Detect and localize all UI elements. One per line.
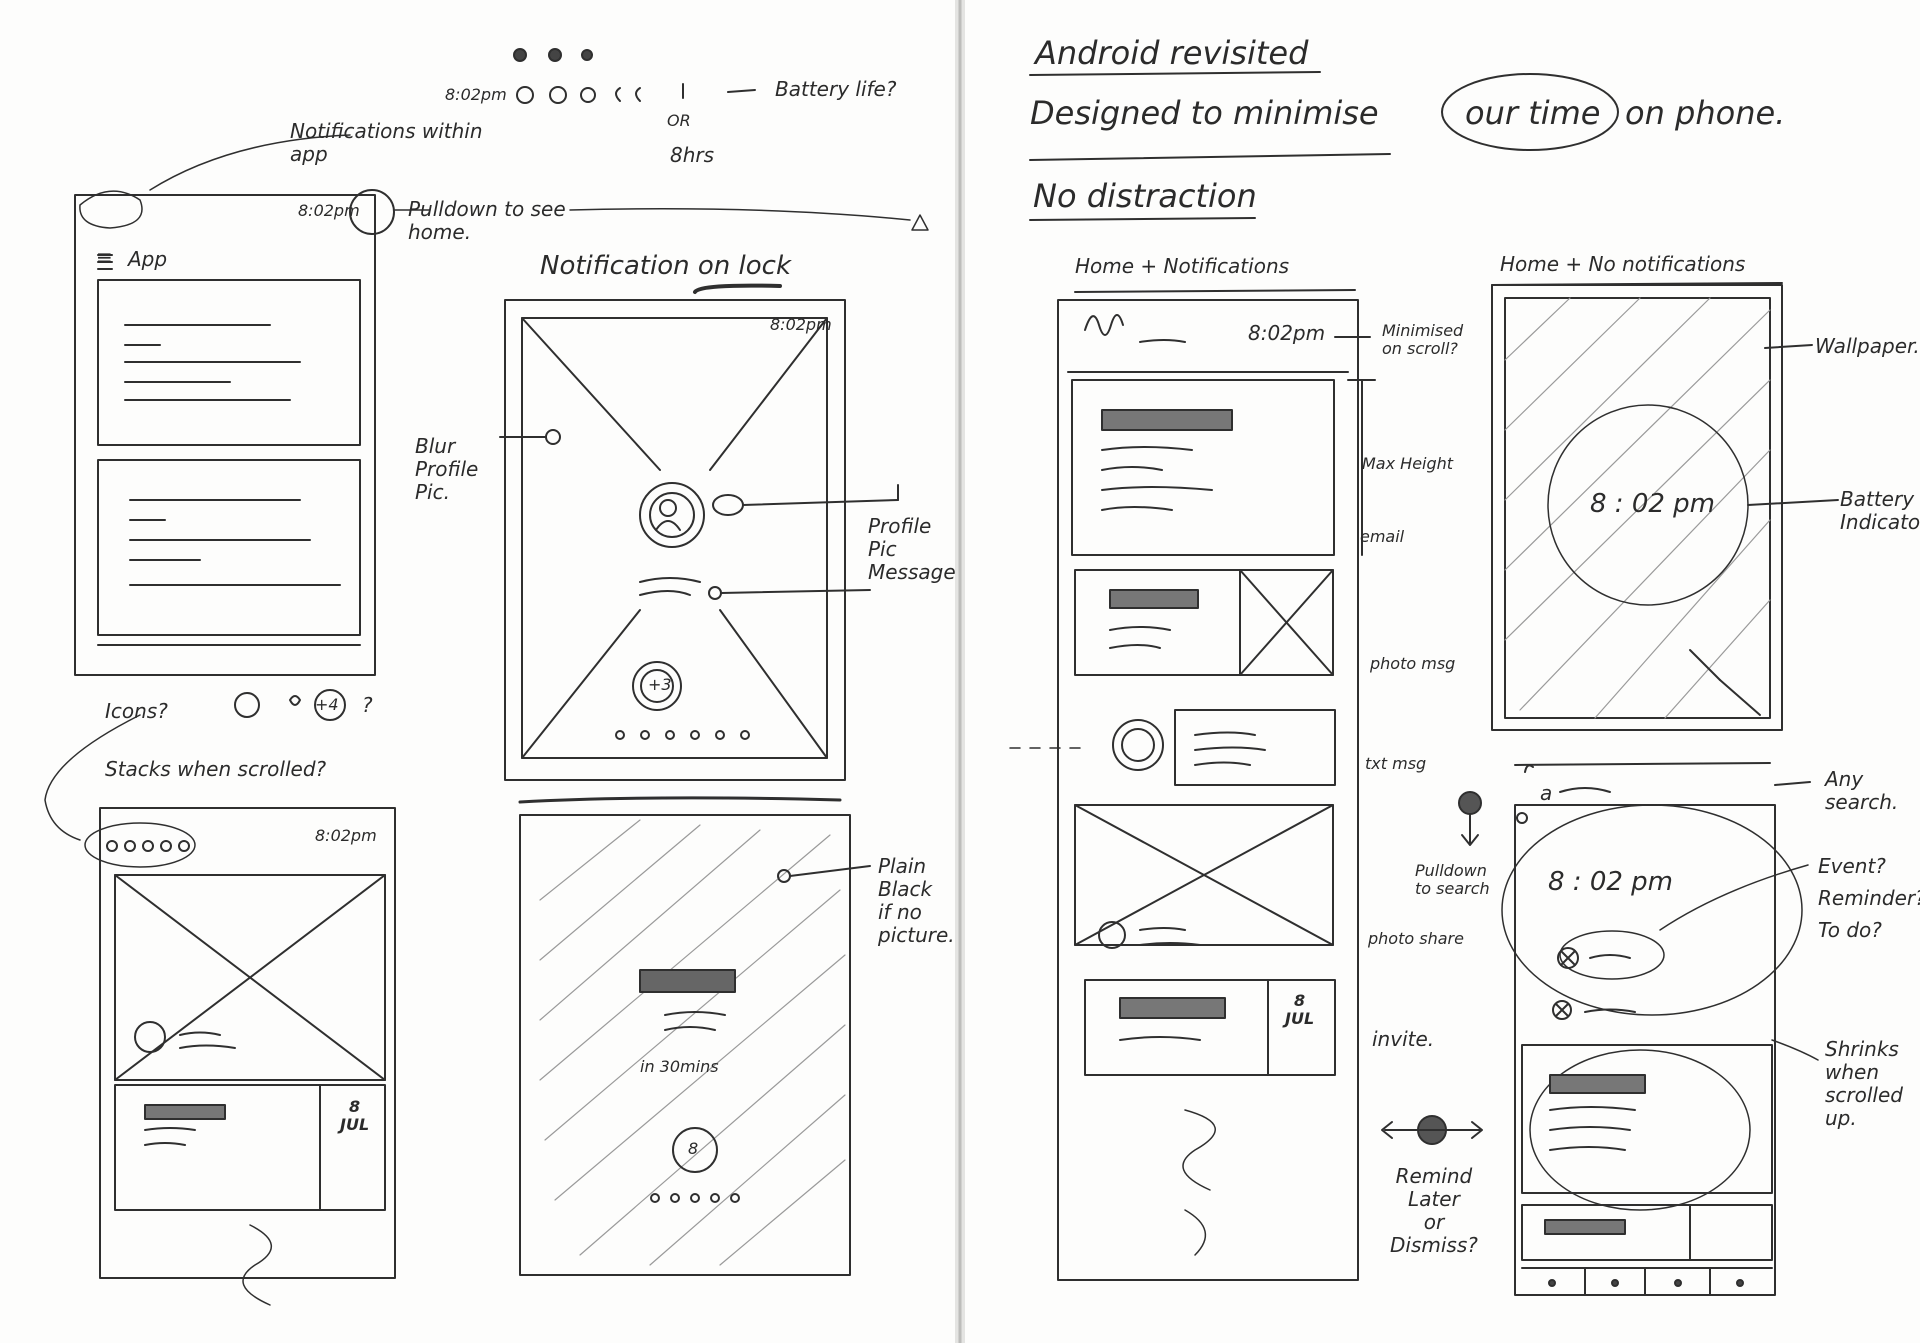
status-time-sketch: 8:02pm — [445, 85, 507, 104]
photo-share-note: photo share — [1368, 929, 1464, 948]
stack-phone-time: 8:02pm — [315, 826, 377, 845]
search-phone-time: 8 : 02 pm — [1548, 867, 1674, 897]
battery-life-note: Battery life? — [775, 77, 897, 101]
or-label: OR — [667, 111, 691, 130]
status-icons-sketch — [513, 48, 756, 104]
clock-time: 8 : 02 pm — [1590, 489, 1716, 519]
page-title: Android revisited — [1035, 34, 1309, 72]
subtitle-after: on phone. — [1625, 94, 1786, 132]
invite-note: invite. — [1372, 1027, 1435, 1051]
app-label: App — [128, 247, 168, 271]
pulldown-home-note: Pulldown to see home. — [408, 197, 566, 244]
lock-phone-time: 8:02pm — [770, 315, 832, 334]
home-notifications-title: Home + Notifications — [1075, 254, 1290, 278]
status-alt-value: 8hrs — [670, 143, 715, 167]
icons-note: Icons? — [105, 699, 168, 723]
icon-example-plus: +4 — [315, 695, 339, 714]
subtitle-before: Designed to minimise — [1030, 94, 1379, 132]
phone-sketch-home-no-notifications — [1491, 282, 1839, 731]
phone-sketch-home-notifications — [1009, 289, 1376, 1281]
phone-sketch-lock — [499, 283, 899, 781]
home-no-notifications-title: Home + No notifications — [1500, 252, 1746, 276]
no-distraction-heading: No distraction — [1033, 177, 1257, 215]
txt-msg-note: txt msg — [1365, 754, 1427, 773]
hamburger-icon: ≡ — [96, 245, 113, 269]
event-reminder-todo-note: Event?Reminder?To do? — [1818, 854, 1920, 942]
lock-event-day: 8 — [688, 1139, 699, 1158]
icon-examples-sketch — [234, 689, 346, 721]
notification-count-badge: +3 — [648, 675, 672, 694]
email-note: email — [1360, 527, 1405, 546]
icon-question: ? — [362, 693, 373, 717]
wallpaper-note: Wallpaper. — [1815, 334, 1920, 358]
phone-sketch-app — [74, 189, 395, 676]
phone-sketch-plain-black — [518, 796, 871, 1276]
stacks-note: Stacks when scrolled? — [105, 757, 327, 781]
event-time-note: in 30mins — [640, 1057, 719, 1076]
subtitle-circled: our time — [1465, 94, 1601, 132]
notifications-within-app-note: Notifications within app — [290, 119, 483, 166]
max-height-note: Max Height — [1362, 454, 1454, 473]
photo-msg-note: photo msg — [1370, 654, 1456, 673]
phone-sketch-stacks — [84, 807, 396, 1306]
lock-screen-title: Notification on lock — [540, 251, 791, 281]
app-phone-time: 8:02pm — [298, 201, 360, 220]
search-glyph: a — [1540, 781, 1553, 805]
phone-sketch-search-events — [1501, 762, 1819, 1296]
home-phone-time: 8:02pm — [1248, 321, 1326, 345]
